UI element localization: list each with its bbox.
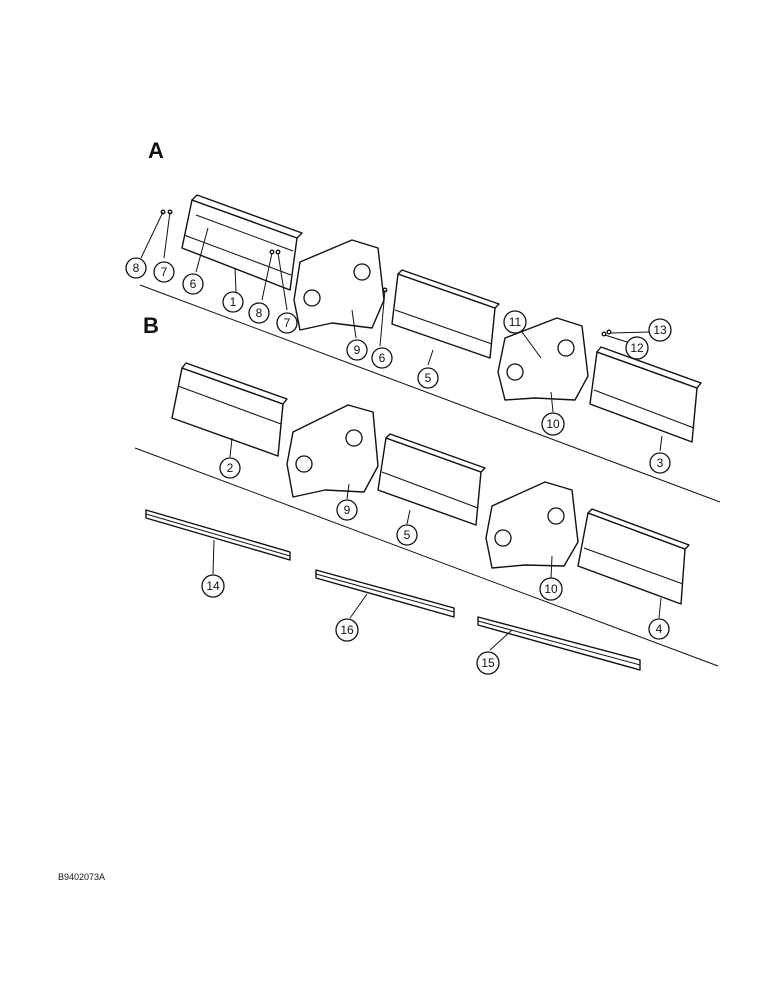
svg-text:16: 16 <box>340 623 354 637</box>
callout-7-a1: 7 <box>153 261 175 283</box>
part-5-shield-a <box>391 269 500 359</box>
leader-lines-b <box>212 437 662 651</box>
svg-text:2: 2 <box>227 461 234 475</box>
svg-text:7: 7 <box>161 265 168 279</box>
callout-3: 3 <box>649 452 671 474</box>
svg-text:15: 15 <box>481 656 495 670</box>
part-10-plate-a <box>497 317 589 401</box>
svg-text:12: 12 <box>630 341 644 355</box>
part-9-plate-b <box>286 404 379 498</box>
callout-8-a1: 8 <box>125 257 147 279</box>
svg-text:14: 14 <box>206 579 220 593</box>
callout-5-a: 5 <box>417 367 439 389</box>
svg-text:5: 5 <box>404 528 411 542</box>
callout-16: 16 <box>335 618 359 642</box>
svg-text:10: 10 <box>544 582 558 596</box>
svg-text:11: 11 <box>509 315 522 329</box>
svg-text:1: 1 <box>230 295 237 309</box>
svg-text:4: 4 <box>656 622 663 636</box>
callout-7-a2: 7 <box>276 312 298 334</box>
svg-text:9: 9 <box>354 343 361 357</box>
part-14-strip <box>145 509 291 561</box>
part-3-shield <box>589 346 702 443</box>
callout-11: 11 <box>503 310 527 334</box>
svg-text:5: 5 <box>425 371 432 385</box>
callout-10-a: 10 <box>541 412 565 436</box>
svg-text:10: 10 <box>546 417 560 431</box>
svg-text:6: 6 <box>379 351 386 365</box>
part-2-shield <box>171 362 288 457</box>
svg-text:8: 8 <box>133 261 140 275</box>
section-label-b: B <box>143 313 159 338</box>
reference-line-a <box>139 284 721 503</box>
callout-6-a1: 6 <box>182 273 204 295</box>
callout-5-b: 5 <box>396 524 418 546</box>
svg-text:3: 3 <box>657 456 664 470</box>
callout-13: 13 <box>648 318 672 342</box>
svg-text:13: 13 <box>653 323 667 337</box>
svg-text:8: 8 <box>256 306 263 320</box>
callout-9-b: 9 <box>336 499 358 521</box>
callout-6-a2: 6 <box>371 347 393 369</box>
callout-1: 1 <box>222 291 244 313</box>
leader-lines-a <box>140 211 663 452</box>
section-label-a: A <box>148 138 164 163</box>
callout-4: 4 <box>648 618 670 640</box>
callout-9-a: 9 <box>346 339 368 361</box>
callout-8-a2: 8 <box>248 302 270 324</box>
part-9-plate-a <box>293 239 385 331</box>
part-16-strip <box>315 569 455 618</box>
callout-12: 12 <box>625 336 649 360</box>
callout-14: 14 <box>201 574 225 598</box>
reference-line-b <box>134 447 719 667</box>
part-1-shield <box>181 194 303 291</box>
part-5-shield-b <box>377 433 486 526</box>
part-10-plate-b <box>485 481 579 569</box>
svg-text:7: 7 <box>284 316 291 330</box>
part-15-strip <box>477 616 641 671</box>
svg-text:9: 9 <box>344 503 351 517</box>
callout-15: 15 <box>476 651 500 675</box>
callout-2: 2 <box>219 457 241 479</box>
svg-text:6: 6 <box>190 277 197 291</box>
callout-10-b: 10 <box>539 577 563 601</box>
figure-code: B9402073A <box>58 872 105 882</box>
part-4-shield <box>577 508 690 605</box>
